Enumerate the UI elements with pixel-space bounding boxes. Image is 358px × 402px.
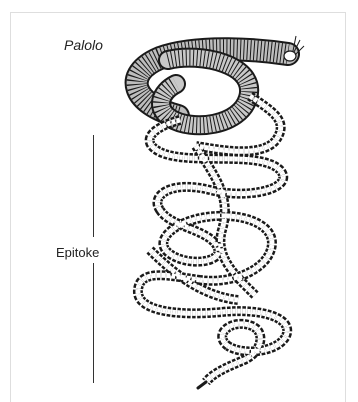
worm-anterior-coil xyxy=(137,49,288,125)
worm-epitoke-segments-fill xyxy=(138,96,287,382)
worm-tail xyxy=(198,382,206,388)
palolo-worm-illustration xyxy=(0,0,358,392)
